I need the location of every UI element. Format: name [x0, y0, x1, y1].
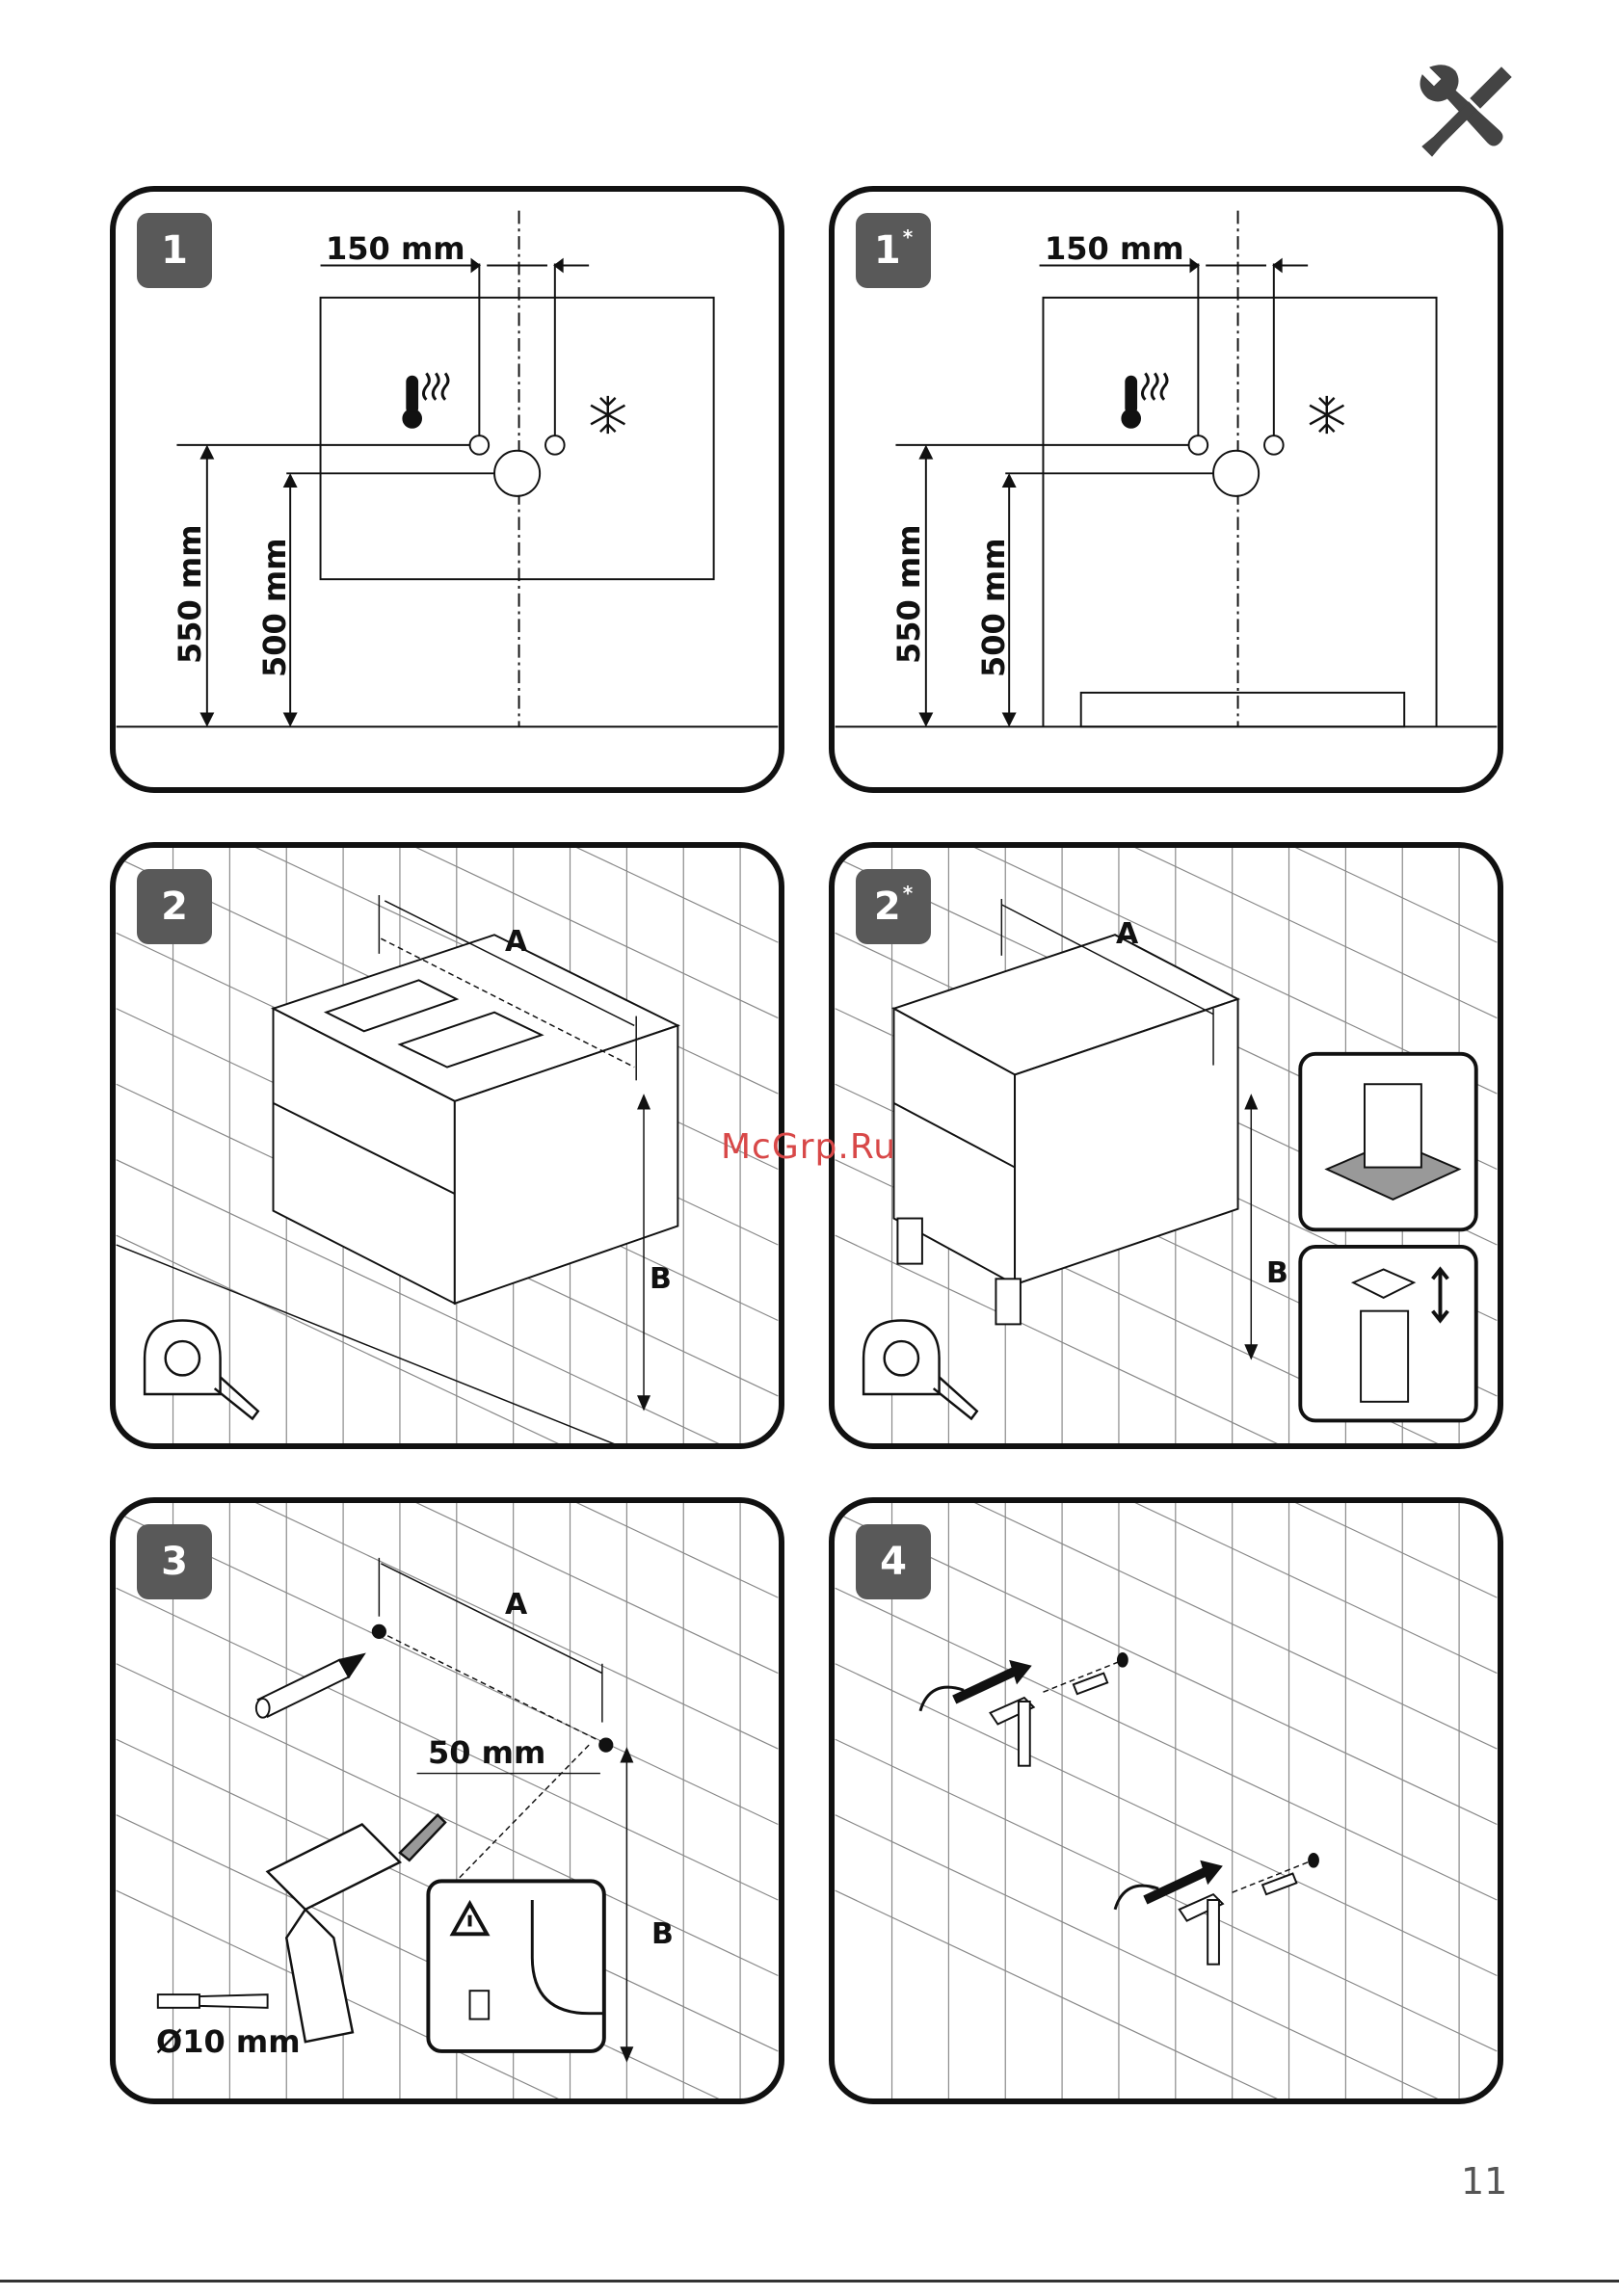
warning-icon — [428, 1881, 603, 2051]
step-1-panel: 1 — [110, 186, 784, 793]
dim-a: A — [505, 925, 527, 959]
adjustable-foot-icon — [1300, 1054, 1475, 1421]
step-4-diagram — [835, 1503, 1498, 2098]
dim-b: B — [651, 1917, 674, 1951]
direction-arrows — [954, 1672, 1206, 1900]
dim-150mm: 150 mm — [326, 230, 465, 267]
dim-a: A — [1116, 917, 1138, 951]
step-2-alt-diagram — [835, 848, 1498, 1443]
step-badge: 1 — [137, 213, 212, 288]
watermark: McGrp.Ru — [721, 1127, 896, 1167]
step-1-alt-diagram — [835, 192, 1498, 787]
step-2-alt-panel: 2* — [829, 842, 1503, 1449]
dim-50mm: 50 mm — [428, 1734, 545, 1771]
snowflake-icon — [1310, 396, 1343, 434]
step-badge: 4 — [856, 1524, 931, 1599]
step-badge: 2* — [856, 869, 931, 944]
dim-b: B — [1266, 1256, 1288, 1290]
pencil-icon — [256, 1654, 364, 1718]
hanger-bracket-icon — [920, 1687, 1223, 1965]
step-2-panel: 2 A B — [110, 842, 784, 1449]
tape-measure-icon — [863, 1320, 977, 1418]
thermometer-hot-icon — [404, 373, 448, 427]
snowflake-icon — [591, 396, 624, 434]
step-1-diagram — [116, 192, 779, 787]
step-badge: 2 — [137, 869, 212, 944]
dim-550mm: 550 mm — [172, 524, 208, 664]
step-2-diagram — [116, 848, 779, 1443]
tape-measure-icon — [145, 1320, 258, 1418]
drill-bit-size: Ø10 mm — [156, 2023, 301, 2060]
wrench-screwdriver-icon — [1413, 60, 1519, 166]
dim-150mm: 150 mm — [1045, 230, 1184, 267]
page-number: 11 — [1461, 2160, 1507, 2203]
dim-500mm: 500 mm — [256, 538, 293, 677]
drill-bit-icon — [158, 1994, 268, 2008]
vanity-cabinet-with-legs — [893, 935, 1237, 1324]
step-badge: 1* — [856, 213, 931, 288]
dim-500mm: 500 mm — [975, 538, 1012, 677]
wall-plug-icon — [1074, 1653, 1318, 1894]
step-badge: 3 — [137, 1524, 212, 1599]
dim-550mm: 550 mm — [890, 524, 927, 664]
step-4-panel: 4 — [829, 1497, 1503, 2104]
step-1-alt-panel: 1* — [829, 186, 1503, 793]
vanity-cabinet — [274, 935, 678, 1304]
dim-a: A — [505, 1588, 527, 1622]
thermometer-hot-icon — [1123, 373, 1167, 427]
step-3-diagram — [116, 1503, 779, 2098]
footer-divider — [0, 2280, 1619, 2283]
step-3-panel: 3 — [110, 1497, 784, 2104]
dim-b: B — [650, 1262, 672, 1296]
